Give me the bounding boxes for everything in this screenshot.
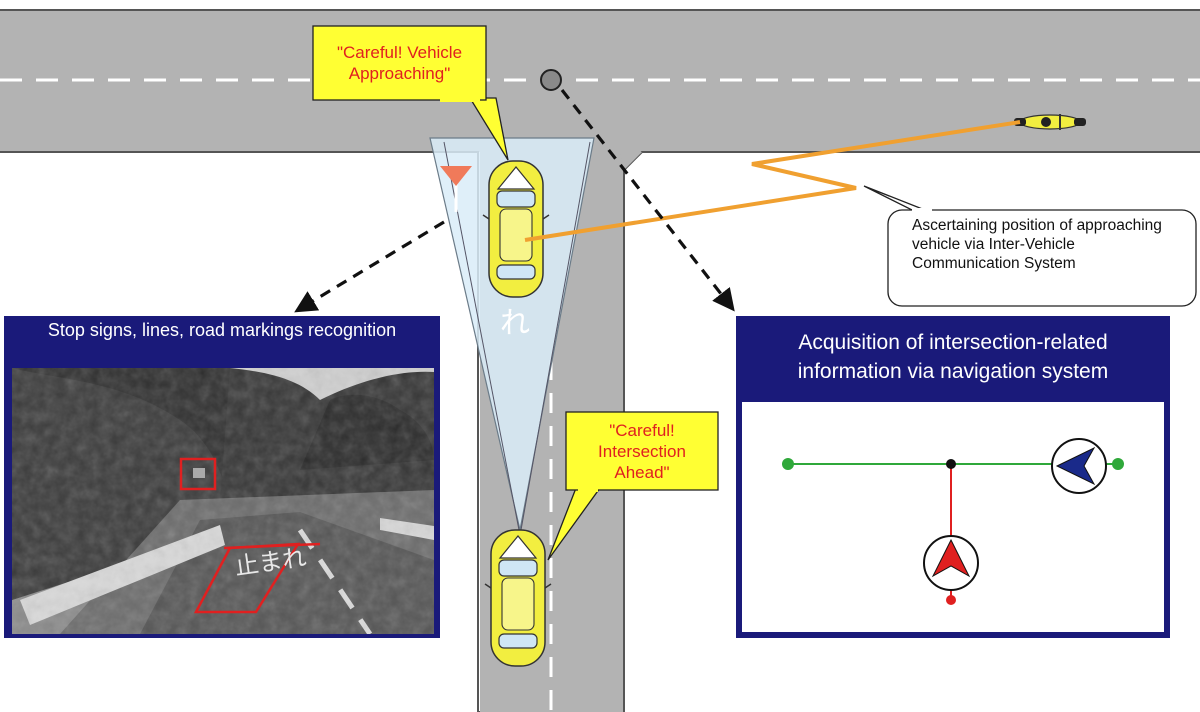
gps-node-icon <box>540 69 562 91</box>
detected-stop-line <box>223 542 321 550</box>
navigation-panel <box>736 316 1170 638</box>
navigation-panel-title: Acquisition of intersection-related info… <box>797 331 1109 383</box>
vehicle-approaching-callout <box>312 25 509 161</box>
communication-signal-line <box>524 120 1021 242</box>
navigation-arrow-icon <box>923 535 979 591</box>
navigation-arrow-icon <box>1051 438 1107 494</box>
camera-photo <box>12 368 434 634</box>
inter-vehicle-info-bubble <box>863 185 1197 307</box>
navigation-data-arrow <box>560 89 735 312</box>
nav-side-start-node <box>946 595 956 605</box>
camera-panel-title: Stop signs, lines, road markings recogni… <box>47 320 397 340</box>
motorcycle-icon <box>1014 114 1086 130</box>
intersection-ahead-callout <box>547 411 719 561</box>
nav-route-end-node <box>1112 458 1124 470</box>
detected-sign-box <box>179 457 217 491</box>
intersection-ahead-text: "Careful! Intersection Ahead" <box>598 421 686 482</box>
camera-recognition-panel <box>4 316 440 638</box>
inter-vehicle-info-text: Ascertaining position of approaching veh… <box>912 217 1162 272</box>
road-marking-partial: れ <box>500 306 530 341</box>
car-icon <box>482 160 550 298</box>
car-icon <box>484 529 552 667</box>
nav-intersection-node <box>946 459 956 469</box>
vehicle-approaching-text: "Careful! Vehicle Approaching" <box>336 43 463 83</box>
nav-route-start-node <box>782 458 794 470</box>
camera-data-arrow <box>294 220 445 313</box>
yield-sign-icon <box>440 166 472 212</box>
